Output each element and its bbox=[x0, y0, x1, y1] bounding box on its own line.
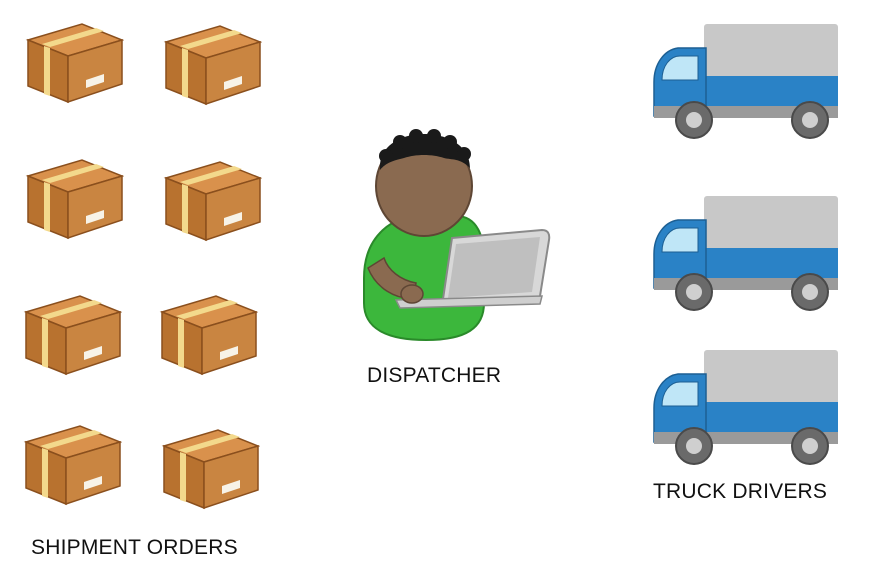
shipment-box-icon bbox=[25, 295, 121, 375]
shipment-box-icon bbox=[25, 425, 121, 505]
shipment-box-icon bbox=[165, 161, 261, 241]
dispatcher-label: DISPATCHER bbox=[367, 364, 502, 387]
shipment-box-icon bbox=[27, 159, 123, 239]
truck-icon bbox=[653, 23, 839, 139]
truck-drivers-label: TRUCK DRIVERS bbox=[653, 480, 828, 503]
shipment-box-icon bbox=[163, 429, 259, 509]
dispatcher-person-icon bbox=[363, 129, 551, 342]
shipment-box-icon bbox=[165, 25, 261, 105]
shipment-box-icon bbox=[161, 295, 257, 375]
shipment-box-icon bbox=[27, 23, 123, 103]
truck-icon bbox=[653, 349, 839, 465]
shipment-orders-label: SHIPMENT ORDERS bbox=[31, 536, 238, 559]
truck-icon bbox=[653, 195, 839, 311]
